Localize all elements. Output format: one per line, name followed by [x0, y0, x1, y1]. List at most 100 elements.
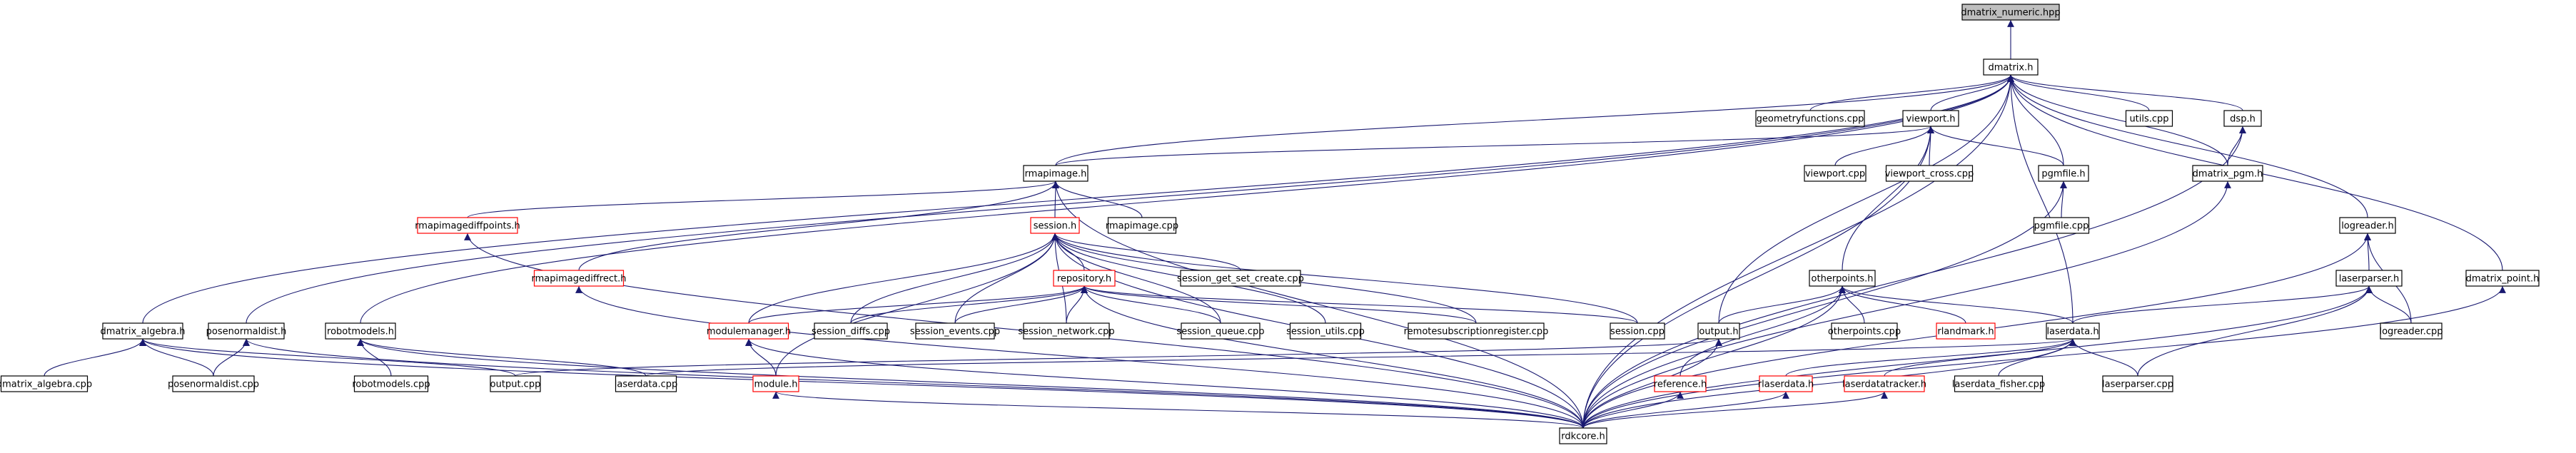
- edge-rdkcore-h-to-dmatrix-h: [1582, 74, 2014, 429]
- edge-dmatrix-algebra-cpp-to-dmatrix-algebra-h: [44, 338, 146, 377]
- node-logreader-cpp[interactable]: logreader.cpp: [2379, 322, 2443, 340]
- node-box: [2033, 217, 2090, 234]
- node-label: repository.h: [1057, 274, 1111, 285]
- node-viewport-cross-cpp[interactable]: viewport_cross.cpp: [1885, 165, 1974, 182]
- edge-session-diffs-cpp-to-repository-h: [850, 285, 1088, 324]
- node-label: rlandmark.h: [1937, 327, 1994, 337]
- node-dsp-h[interactable]: dsp.h: [2223, 110, 2262, 127]
- node-dmatrix-h[interactable]: dmatrix.h: [1983, 58, 2039, 76]
- node-box: [1759, 375, 1813, 392]
- edge-rmapimage-h-to-dmatrix-h: [1055, 74, 2014, 166]
- edge-rdkcore-h-to-repository-h: [1081, 285, 1584, 429]
- node-laserdatatracker-h[interactable]: laserdatatracker.h: [1842, 375, 1926, 392]
- node-reference-h[interactable]: reference.h: [1654, 375, 1707, 392]
- node-laserparser-cpp[interactable]: laserparser.cpp: [2102, 375, 2173, 392]
- node-laserparser-h[interactable]: laserparser.h: [2335, 270, 2403, 287]
- node-label: rmapimagediffpoints.h: [415, 221, 520, 232]
- node-box: [2223, 110, 2262, 127]
- node-session-diffs-cpp[interactable]: session_diffs.cpp: [812, 322, 890, 340]
- node-pgmfile-h[interactable]: pgmfile.h: [2038, 165, 2089, 182]
- node-otherpoints-cpp[interactable]: otherpoints.cpp: [1828, 322, 1901, 340]
- node-geometryfunctions-cpp[interactable]: geometryfunctions.cpp: [1755, 110, 1865, 127]
- node-laserdata-cpp[interactable]: laserdata.cpp: [615, 375, 678, 392]
- node-otherpoints-h[interactable]: otherpoints.h: [1809, 270, 1876, 287]
- node-output-h[interactable]: output.h: [1697, 322, 1740, 340]
- edge-session-events-cpp-to-repository-h: [954, 285, 1088, 324]
- node-label: reference.h: [1654, 380, 1707, 390]
- node-box: [2192, 165, 2263, 182]
- node-session-network-cpp[interactable]: session_network.cpp: [1018, 322, 1115, 340]
- node-label: rmapimagediffrect.h: [532, 274, 627, 285]
- node-dmatrix-point-h[interactable]: dmatrix_point.h: [2465, 270, 2540, 287]
- node-module-h[interactable]: module.h: [752, 375, 799, 392]
- node-posenormaldist-h[interactable]: posenormaldist.h: [206, 322, 287, 340]
- node-label: dmatrix_numeric.hpp: [1961, 8, 2060, 19]
- node-modulemanager-h[interactable]: modulemanager.h: [707, 322, 791, 340]
- edge-session-cpp-to-repository-h: [1081, 285, 1638, 324]
- node-session-queue-cpp[interactable]: session_queue.cpp: [1176, 322, 1265, 340]
- node-box: [325, 322, 396, 340]
- node-rdkcore-h[interactable]: rdkcore.h: [1559, 427, 1607, 444]
- edge-laserdata-h-to-otherpoints-h: [1839, 285, 2074, 324]
- edge-output-h-to-otherpoints-h: [1718, 285, 1846, 324]
- node-box: [172, 375, 255, 392]
- node-dmatrix-pgm-h[interactable]: dmatrix_pgm.h: [2192, 165, 2263, 182]
- node-robotmodels-h[interactable]: robotmodels.h: [325, 322, 396, 340]
- edge-logreader-cpp-to-laserparser-h: [2365, 285, 2412, 324]
- node-posenormaldist-cpp[interactable]: posenormaldist.cpp: [168, 375, 259, 392]
- node-box: [1961, 4, 2060, 21]
- node-label: session_get_set_create.cpp: [1177, 274, 1304, 285]
- edge-rdkcore-h-to-robotmodels-h: [357, 338, 1584, 429]
- node-session-events-cpp[interactable]: session_events.cpp: [910, 322, 1000, 340]
- node-box: [2335, 270, 2403, 287]
- node-output-cpp[interactable]: output.cpp: [490, 375, 541, 392]
- node-dmatrix-numeric-hpp: dmatrix_numeric.hpp: [1961, 4, 2061, 21]
- node-session-h[interactable]: session.h: [1030, 217, 1080, 234]
- node-label: dmatrix_algebra.h: [101, 327, 186, 337]
- node-session-cpp[interactable]: session.cpp: [1610, 322, 1665, 340]
- node-label: viewport.h: [1906, 114, 1956, 125]
- node-viewport-h[interactable]: viewport.h: [1902, 110, 1959, 127]
- node-rmapimagediffpoints-h[interactable]: rmapimagediffpoints.h: [415, 217, 520, 234]
- node-label: modulemanager.h: [707, 327, 791, 337]
- node-laserdata-h[interactable]: laserdata.h: [2046, 322, 2100, 340]
- node-rmapimage-cpp[interactable]: rmapimage.cpp: [1106, 217, 1178, 234]
- edge-rdkcore-h-to-output-h: [1582, 338, 1722, 429]
- node-box: [417, 217, 518, 234]
- node-box: [1844, 375, 1925, 392]
- node-utils-cpp[interactable]: utils.cpp: [2125, 110, 2173, 127]
- edge-dmatrix-algebra-h-to-dmatrix-h: [142, 74, 2014, 324]
- node-dmatrix-algebra-h[interactable]: dmatrix_algebra.h: [101, 322, 186, 340]
- node-label: viewport.cpp: [1805, 169, 1865, 180]
- node-rlaserdata-h[interactable]: rlaserdata.h: [1758, 375, 1814, 392]
- node-repository-h[interactable]: repository.h: [1053, 270, 1116, 287]
- node-label: session_events.cpp: [910, 327, 1000, 337]
- node-logreader-h[interactable]: logreader.h: [2339, 217, 2396, 234]
- node-label: laserparser.cpp: [2102, 380, 2173, 390]
- node-laserdata-fisher-cpp[interactable]: laserdata_fisher.cpp: [1952, 375, 2045, 392]
- edge-dsp-h-to-dmatrix-h: [2007, 74, 2243, 111]
- node-remotesubscriptionregister-cpp[interactable]: remotesubscriptionregister.cpp: [1404, 322, 1549, 340]
- node-box: [1559, 427, 1607, 444]
- edge-modulemanager-h-to-repository-h: [748, 285, 1088, 324]
- node-rlandmark-h[interactable]: rlandmark.h: [1936, 322, 1996, 340]
- node-label: session_utils.cpp: [1286, 327, 1365, 337]
- edge-rmapimagediffrect-h-to-rmapimage-h: [578, 180, 1059, 271]
- node-pgmfile-cpp[interactable]: pgmfile.cpp: [2033, 217, 2090, 234]
- edge-rdkcore-h-to-modulemanager-h: [745, 338, 1584, 429]
- node-box: [102, 322, 183, 340]
- node-viewport-cpp[interactable]: viewport.cpp: [1804, 165, 1867, 182]
- node-session-get-set-create-cpp[interactable]: session_get_set_create.cpp: [1177, 270, 1304, 287]
- node-label: rlaserdata.h: [1758, 380, 1814, 390]
- edge-logreader-h-to-dmatrix-h: [2007, 74, 2368, 218]
- node-rmapimage-h[interactable]: rmapimage.h: [1023, 165, 1089, 182]
- node-rmapimagediffrect-h[interactable]: rmapimagediffrect.h: [532, 270, 627, 287]
- edge-laserdata-h-to-dmatrix-h: [2007, 74, 2074, 324]
- node-dmatrix-algebra-cpp[interactable]: dmatrix_algebra.cpp: [0, 375, 92, 392]
- node-label: utils.cpp: [2129, 114, 2168, 125]
- node-session-utils-cpp[interactable]: session_utils.cpp: [1286, 322, 1365, 340]
- node-box: [2380, 322, 2443, 340]
- node-box: [1697, 322, 1740, 340]
- node-robotmodels-cpp[interactable]: robotmodels.cpp: [352, 375, 430, 392]
